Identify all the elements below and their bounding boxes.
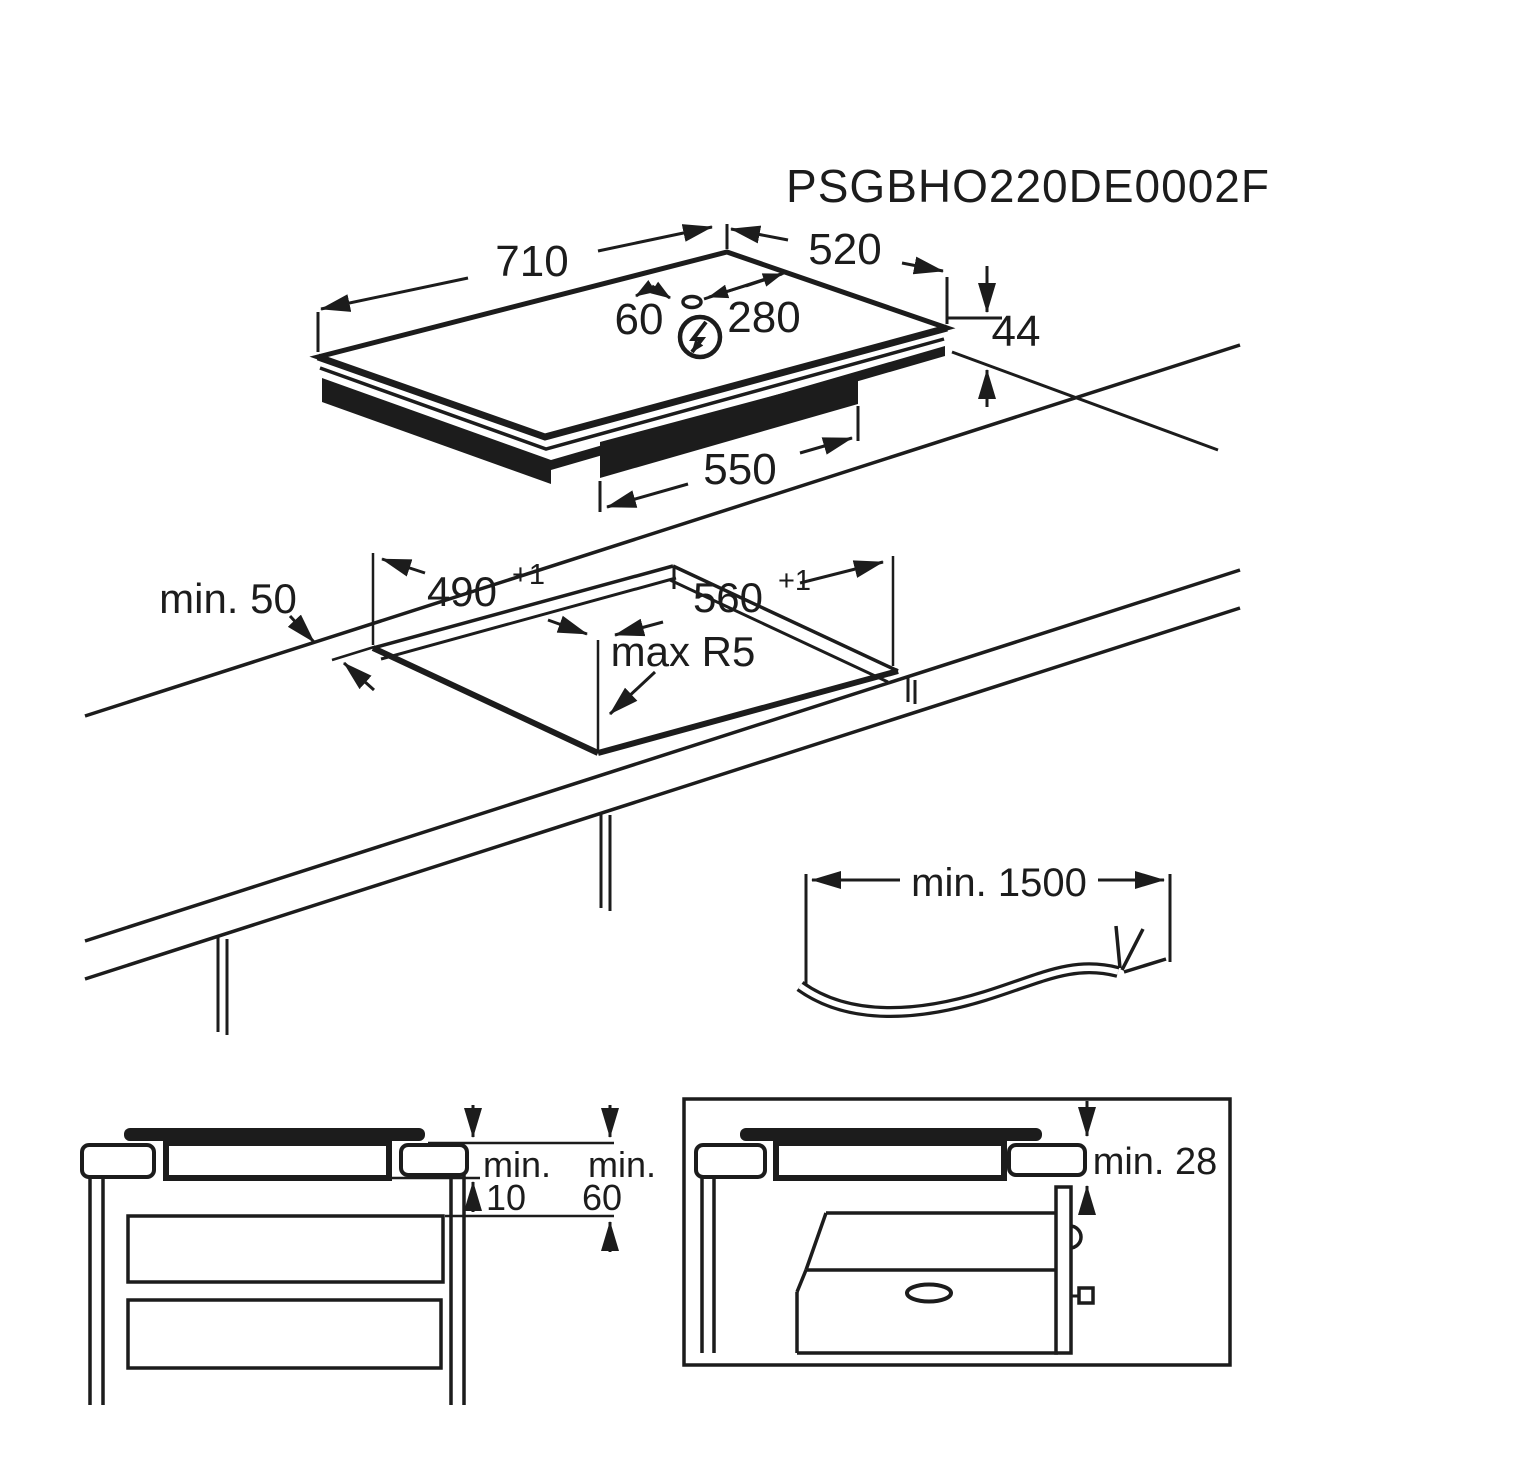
hob-glass-section	[740, 1128, 1042, 1141]
max-r5-leader	[608, 670, 657, 716]
drawer-clearance-drawing: min. min. 10 60	[80, 1105, 656, 1405]
oven-clearance-drawing: min. 28	[682, 1097, 1232, 1367]
cabinet-frame	[88, 1175, 466, 1405]
cable-wire	[1120, 928, 1145, 971]
worktop-perspective	[84, 343, 1241, 1035]
hob-drawer-gap-label: 10	[486, 1177, 526, 1218]
oven-side-panel	[1054, 1185, 1073, 1355]
min-edge-distance-label: min. 50	[159, 575, 297, 622]
cabinet-leg	[216, 936, 229, 1035]
worktop-section-left	[694, 1143, 767, 1179]
worktop-front-edge	[84, 568, 1241, 943]
cutout-back-right-inner-edge	[669, 578, 889, 684]
cutout-depth-tolerance: +1	[512, 559, 545, 591]
cutout-depth-label: 490	[427, 568, 497, 615]
cutout-back-left-edge	[372, 564, 674, 650]
min-50-arrow	[342, 661, 376, 692]
hob-casing-box	[600, 373, 858, 478]
cutout-back-left-inner-edge	[380, 576, 677, 661]
oven-handle	[905, 1282, 953, 1304]
worktop-drawer-gap-label: 60	[582, 1177, 622, 1218]
hob-glass-section	[124, 1128, 425, 1141]
electrical-connection-icon	[677, 314, 723, 360]
oven-knob	[1077, 1286, 1095, 1305]
cutout-edge-extension	[331, 645, 375, 662]
cable-min-length-label: min. 1500	[911, 861, 1087, 905]
dimension-550	[598, 406, 860, 512]
dimension-44	[948, 266, 1219, 452]
cable-gland	[681, 294, 703, 310]
cutout-front-right-edge	[597, 668, 899, 756]
cable-offset-left-label: 60	[615, 295, 664, 344]
dimension-490	[547, 615, 588, 636]
worktop-section-right	[399, 1143, 469, 1177]
cabinet-leg	[599, 812, 612, 911]
cutout-width-label: 560	[693, 574, 763, 621]
dimension-560	[799, 560, 884, 585]
worktop-cutout-drawing: 490 +1 560 +1 min. 50 max R5	[159, 553, 899, 756]
drawer-upper	[126, 1214, 445, 1284]
cutout-front-left-edge	[371, 645, 600, 756]
cutout-back-right-edge	[672, 564, 899, 673]
worktop-section-right	[1007, 1143, 1087, 1177]
dimension-60-280: 60 280	[615, 270, 801, 360]
drawing-code: PSGBHO220DE0002F	[786, 160, 1270, 212]
hob-glass-surface	[309, 249, 956, 440]
hob-base-width-label: 550	[703, 445, 776, 494]
dimension-710	[316, 224, 729, 352]
max-corner-radius-label: max R5	[611, 628, 756, 675]
hob-casing-left	[322, 378, 551, 484]
worktop-bottom-edge	[84, 606, 1241, 981]
hob-glass-thickness-line	[319, 337, 945, 451]
oven-outline	[700, 1177, 1095, 1355]
min-word-hob: min.	[483, 1144, 551, 1185]
dimension-560	[614, 618, 664, 637]
cable-wire	[1114, 925, 1122, 969]
cutout-width-tolerance: +1	[778, 565, 811, 597]
hob-width-label: 710	[495, 237, 568, 286]
power-cable-drawing: min. 1500	[796, 861, 1172, 1019]
hob-height-label: 44	[992, 307, 1041, 356]
cable-wire	[1123, 957, 1167, 974]
hob-body-section	[163, 1140, 392, 1181]
min-oven-gap-label: min. 28	[1093, 1141, 1218, 1183]
hob-top-view-drawing: 710 520 60 280	[309, 224, 1219, 512]
drawer-lower	[126, 1298, 443, 1370]
hob-glass-front-edges	[316, 324, 948, 441]
cable-offset-right-label: 280	[727, 293, 800, 342]
min-50-arrow	[287, 614, 316, 644]
worktop-back-edge	[84, 343, 1241, 718]
cabinet-leg-tick	[906, 678, 917, 704]
hob-body-section	[773, 1140, 1007, 1181]
min-word-worktop: min.	[588, 1144, 656, 1185]
worktop-section-left	[80, 1143, 156, 1179]
hob-depth-label: 520	[808, 225, 881, 274]
dimension-490	[381, 557, 426, 577]
drawer-dimensions	[389, 1105, 619, 1252]
dimension-520	[730, 225, 949, 324]
